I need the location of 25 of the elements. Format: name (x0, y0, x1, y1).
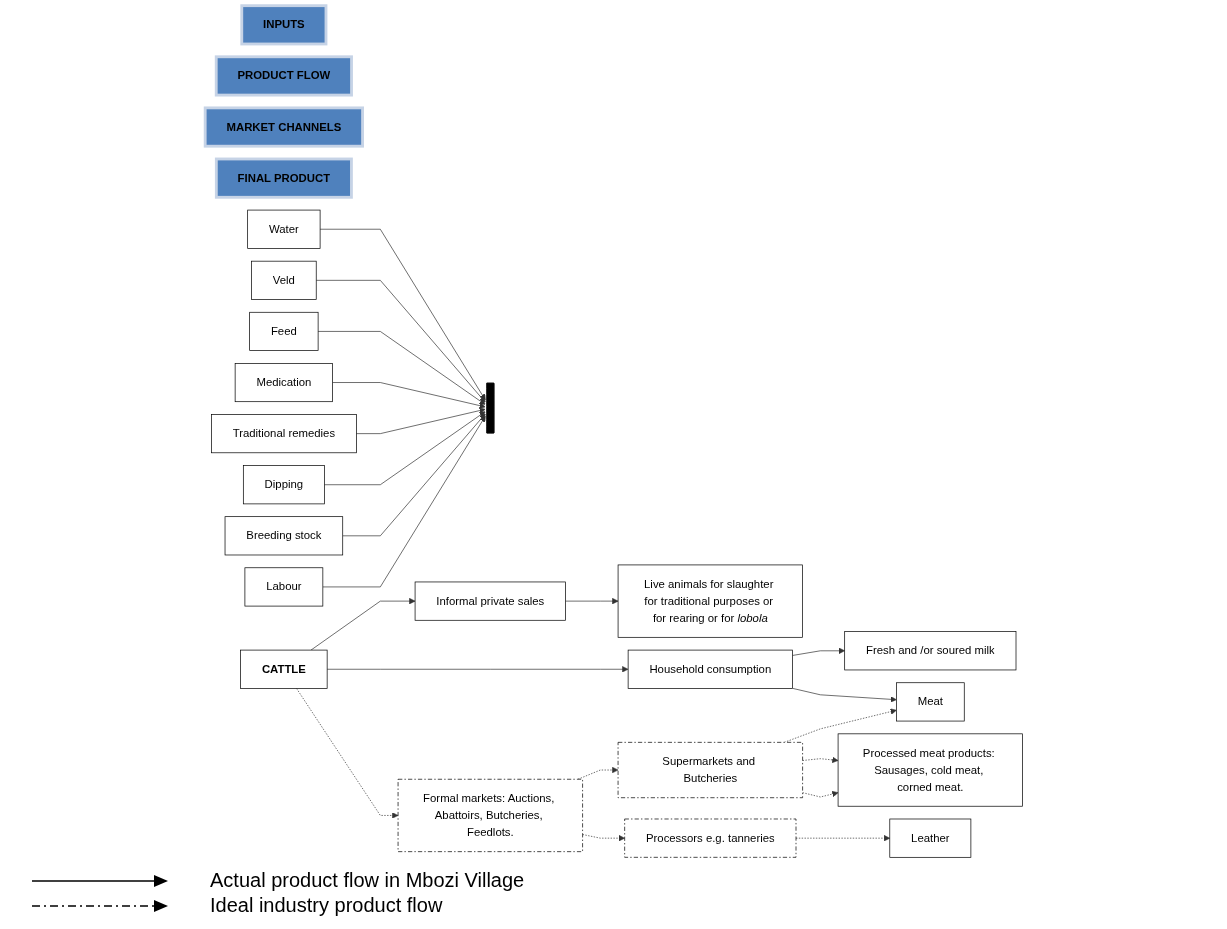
legend-text: Ideal industry product flow (210, 894, 443, 917)
node-box: Live animals for slaughter for traditional purposes or for rearing or for lobola (617, 564, 803, 638)
node-box: INPUTS (239, 4, 328, 46)
node-box: Dipping (242, 465, 325, 505)
node-box: Traditional remedies (210, 414, 357, 454)
node-box: CATTLE (239, 649, 328, 689)
node-box: Medication (234, 363, 333, 403)
node-box: Leather (889, 818, 971, 858)
node-box: MARKET CHANNELS (203, 106, 364, 148)
node-box: Veld (250, 260, 317, 300)
node-box: Meat (895, 682, 965, 722)
legend-text: Actual product flow in Mbozi Village (210, 869, 525, 892)
node-box: Breeding stock (224, 516, 343, 556)
node-box: Feed (248, 311, 319, 351)
node-box: Informal private sales (414, 581, 566, 621)
node-box: Water (246, 209, 321, 249)
node-box: Processors e.g. tanneries (623, 818, 796, 858)
node-box: Processed meat products: Sausages, cold meat, corned meat. (837, 733, 1023, 807)
node-box: Labour (244, 567, 323, 607)
node-box: Household consumption (627, 649, 793, 689)
node-box: Formal markets: Auctions, Abattoirs, Butcheries, Feedlots. (397, 778, 583, 852)
node-box: FINAL PRODUCT (214, 157, 353, 199)
node-box: PRODUCT FLOW (214, 55, 353, 97)
node-box: Fresh and /or soured milk (843, 631, 1016, 671)
node-box: Supermarkets and Butcheries (617, 742, 803, 799)
